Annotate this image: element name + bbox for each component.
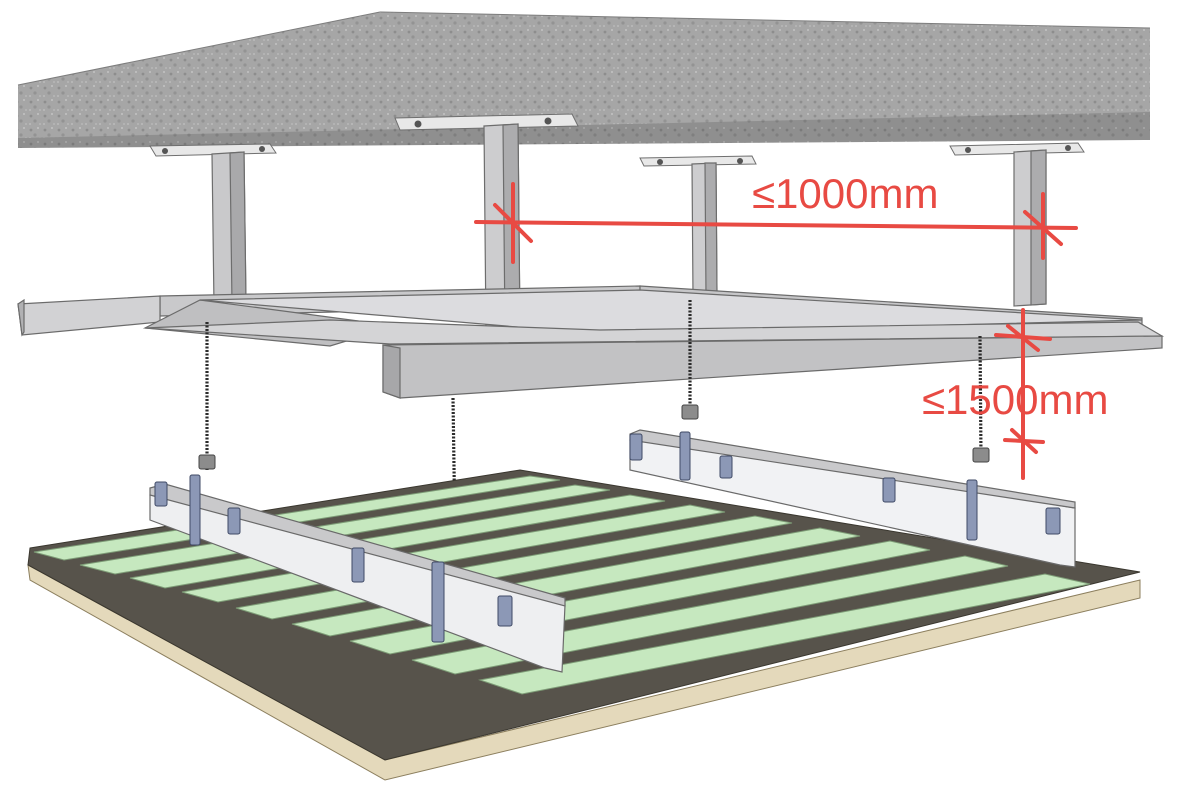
threaded-hanger-rods	[205, 300, 983, 536]
ceiling-mounting-plates	[149, 113, 1085, 167]
horizontal-dimension-label: ≤1000mm	[752, 170, 938, 217]
steel-frame	[17, 285, 1165, 399]
horizontal-dimension	[474, 182, 1078, 264]
rail-clips	[154, 431, 1061, 643]
vertical-dimension-label: ≤1500mm	[922, 376, 1108, 423]
vertical-dimension	[994, 308, 1052, 480]
concrete-slab	[17, 11, 1151, 148]
